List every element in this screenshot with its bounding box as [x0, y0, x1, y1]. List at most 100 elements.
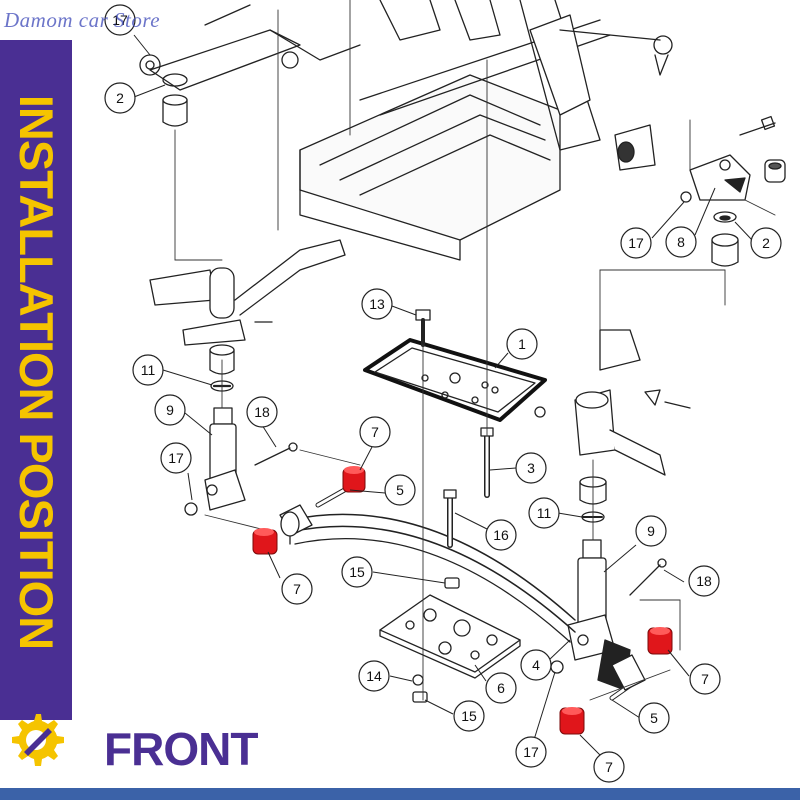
callout-number: 1 — [518, 336, 526, 352]
callout-number: 8 — [677, 234, 685, 250]
sleeves-left — [279, 485, 646, 701]
callout-c6: 6 — [485, 672, 517, 704]
upper-frame — [299, 0, 611, 261]
callout-circle — [358, 660, 390, 692]
callout-circle — [361, 288, 393, 320]
callout-c15a: 15 — [341, 556, 373, 588]
callout-circle — [453, 700, 485, 732]
callout-c9a: 9 — [154, 394, 186, 426]
callout-circle — [688, 565, 720, 597]
red-bushings — [252, 466, 673, 735]
callout-number: 16 — [493, 527, 509, 543]
callout-c11b: 11 — [528, 497, 560, 529]
callout-c5a: 5 — [384, 474, 416, 506]
callout-number: 5 — [396, 482, 404, 498]
callout-circle — [104, 4, 136, 36]
callout-number: 13 — [369, 296, 385, 312]
callout-number: 2 — [116, 90, 124, 106]
callout-c2b: 2 — [750, 227, 782, 259]
callout-circle — [638, 702, 670, 734]
callout-c11a: 11 — [132, 354, 164, 386]
callout-circle — [341, 556, 373, 588]
callout-number: 18 — [696, 573, 712, 589]
callout-c15b: 15 — [453, 700, 485, 732]
callout-circle — [515, 452, 547, 484]
left-spindle-upper — [149, 239, 346, 392]
callout-c18a: 18 — [246, 396, 278, 428]
callout-circle — [665, 226, 697, 258]
bushing-7-left-lower — [252, 528, 278, 555]
callout-c14: 14 — [358, 660, 390, 692]
callout-circle — [359, 416, 391, 448]
installation-position-label: INSTALLATION POSITION — [10, 94, 63, 650]
callout-c1: 1 — [506, 328, 538, 360]
callout-number: 11 — [537, 505, 552, 521]
callout-circle — [160, 442, 192, 474]
callout-number: 3 — [527, 460, 535, 476]
callout-c18b: 18 — [688, 565, 720, 597]
callout-c3: 3 — [515, 452, 547, 484]
callout-circle — [520, 649, 552, 681]
callout-circle — [154, 394, 186, 426]
bushing-7-left-upper — [342, 466, 366, 493]
front-label: FRONT — [104, 723, 258, 775]
bushing-7-right-lower — [559, 707, 585, 735]
callout-number: 6 — [497, 680, 505, 696]
callout-number: 7 — [701, 671, 709, 687]
callout-c17c: 17 — [160, 442, 192, 474]
callout-c7a: 7 — [359, 416, 391, 448]
callout-number: 9 — [647, 523, 655, 539]
callout-number: 11 — [141, 362, 156, 378]
callout-circle — [281, 573, 313, 605]
callout-number: 17 — [523, 744, 539, 760]
store-watermark: Damom car Store — [4, 8, 161, 32]
callout-number: 15 — [349, 564, 365, 580]
callout-number: 7 — [605, 759, 613, 775]
callout-number: 2 — [762, 235, 770, 251]
left-kingpin — [184, 407, 298, 516]
callout-c2a: 2 — [104, 82, 136, 114]
callout-number: 14 — [366, 668, 382, 684]
callout-c7c: 7 — [689, 663, 721, 695]
callout-c17a: 17 — [104, 4, 136, 36]
callout-c9b: 9 — [635, 515, 667, 547]
callout-number: 15 — [461, 708, 477, 724]
callout-circle — [485, 519, 517, 551]
callout-circle — [593, 751, 625, 783]
callout-circle — [515, 736, 547, 768]
gear-wrench-icon — [4, 708, 68, 772]
right-spindle — [574, 329, 691, 523]
callout-c5b: 5 — [638, 702, 670, 734]
lower-plate — [379, 594, 521, 679]
side-banner — [0, 40, 72, 720]
upper-left-arm — [139, 4, 361, 127]
callout-c17b: 17 — [620, 227, 652, 259]
mount-plate — [363, 338, 547, 422]
callout-number: 7 — [371, 424, 379, 440]
callout-circle — [384, 474, 416, 506]
assembly-guidelines — [174, 0, 776, 701]
callout-circle — [485, 672, 517, 704]
callout-number: 5 — [650, 710, 658, 726]
callout-number: 17 — [168, 450, 184, 466]
leaf-spring — [289, 513, 576, 643]
callout-c7d: 7 — [593, 751, 625, 783]
callout-circle — [689, 663, 721, 695]
callout-circle — [506, 328, 538, 360]
callout-circle — [104, 82, 136, 114]
callout-circle — [750, 227, 782, 259]
callout-number: 17 — [112, 12, 128, 28]
callout-number: 18 — [254, 404, 270, 420]
callout-circle — [246, 396, 278, 428]
bottom-bar — [0, 788, 800, 800]
center-bolts — [412, 427, 494, 703]
callout-c13: 13 — [361, 288, 393, 320]
callout-circle — [620, 227, 652, 259]
callout-c8: 8 — [665, 226, 697, 258]
callout-number: 17 — [628, 235, 644, 251]
callout-leaders — [133, 34, 753, 758]
callout-number: 9 — [166, 402, 174, 418]
